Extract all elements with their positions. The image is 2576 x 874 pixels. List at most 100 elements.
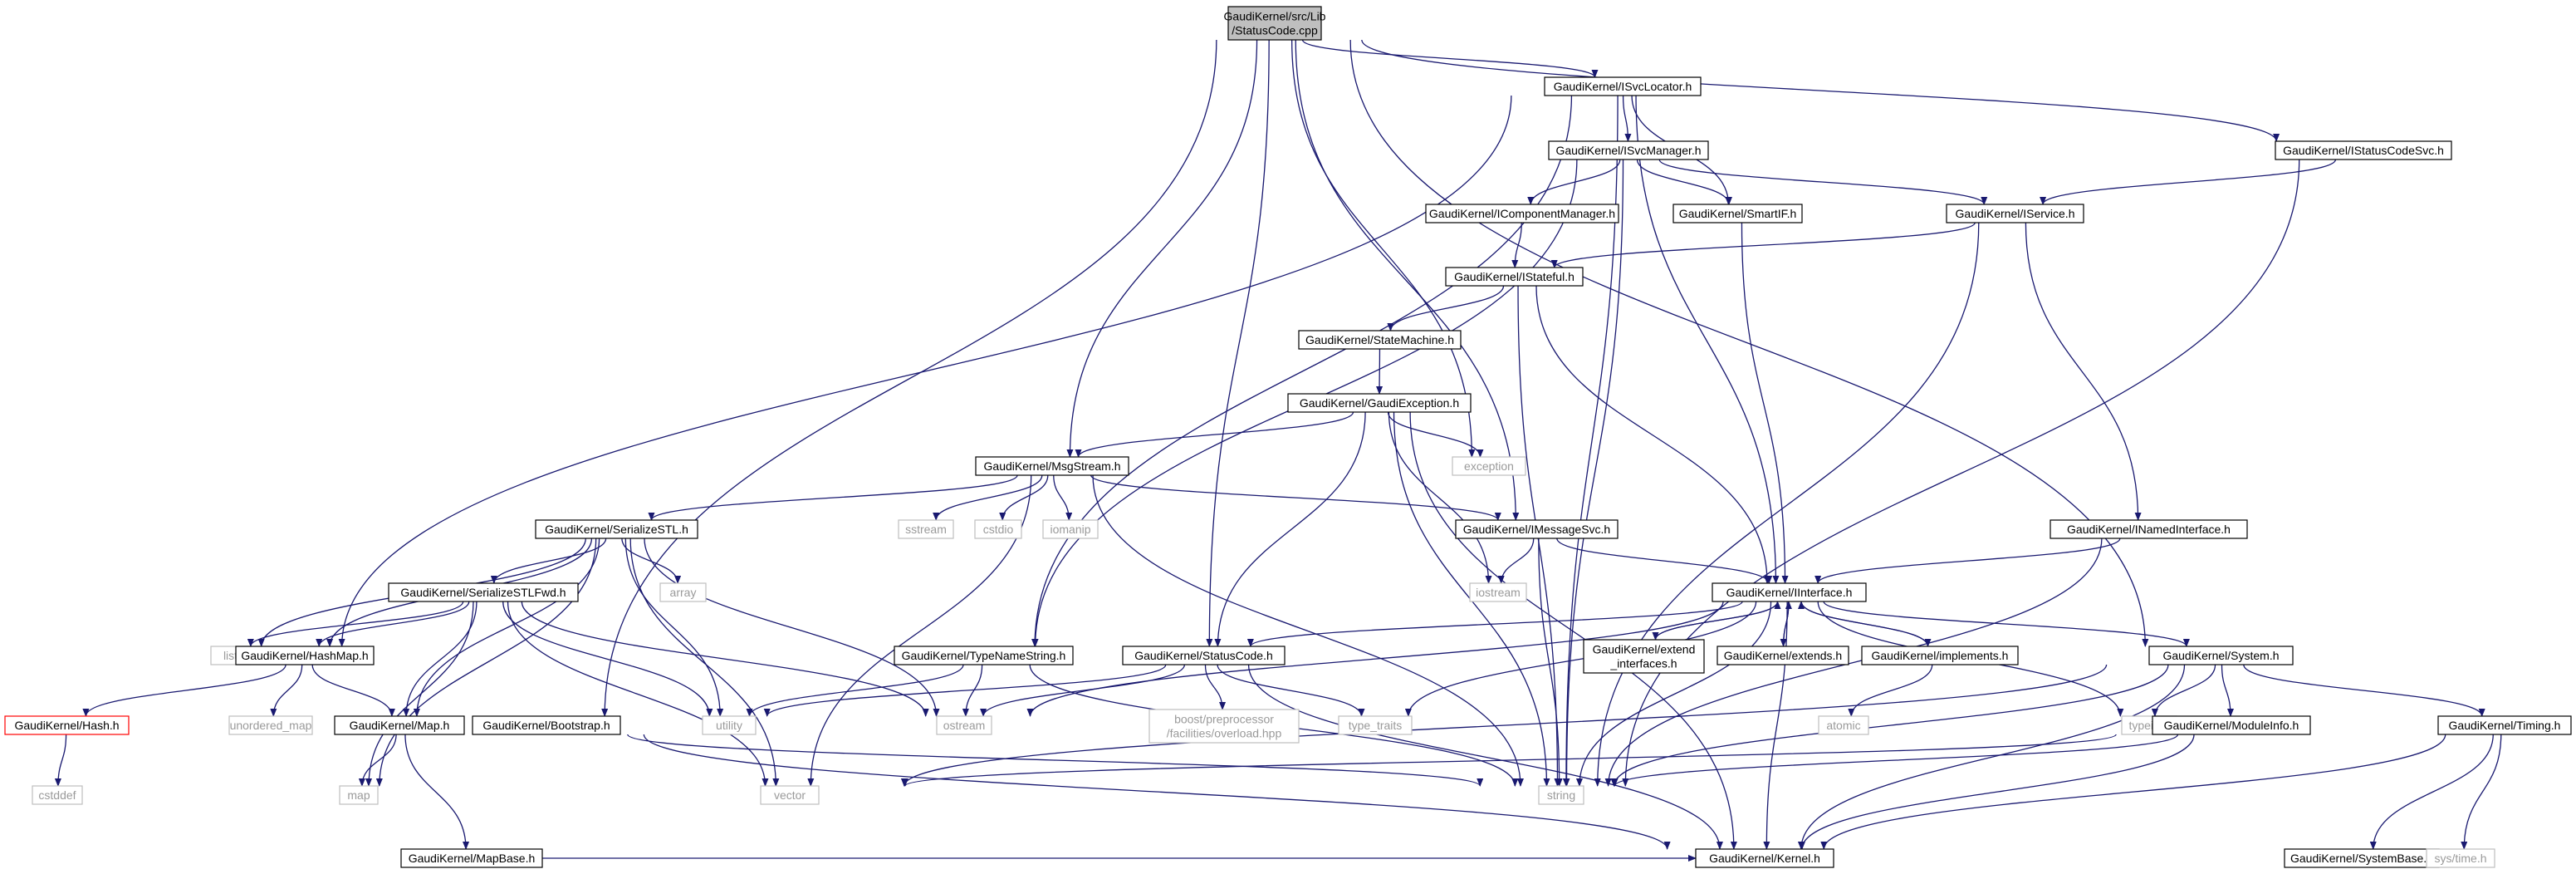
node-serializestlfwd[interactable]: GaudiKernel/SerializeSTLFwd.h bbox=[388, 582, 579, 602]
edge-moduleinfo-to-vector bbox=[902, 734, 2117, 787]
node-box bbox=[1122, 646, 1286, 665]
node-box bbox=[235, 646, 375, 665]
node-timing[interactable]: GaudiKernel/Timing.h bbox=[2437, 715, 2572, 735]
node-implements[interactable]: GaudiKernel/implements.h bbox=[1861, 646, 2019, 665]
node-system[interactable]: GaudiKernel/System.h bbox=[2148, 646, 2294, 665]
node-maph[interactable]: GaudiKernel/Map.h bbox=[334, 715, 465, 735]
node-atomic[interactable]: atomic bbox=[1818, 715, 1869, 735]
node-cstdio[interactable]: cstdio bbox=[974, 519, 1022, 539]
edge-root-to-msgstream bbox=[1066, 39, 1258, 458]
edge-iinterface-to-statuscodeh bbox=[1247, 601, 1743, 647]
node-box bbox=[334, 715, 465, 735]
node-isvclocator[interactable]: GaudiKernel/ISvcLocator.h bbox=[1544, 76, 1702, 96]
node-label: GaudiKernel/Timing.h bbox=[2449, 719, 2561, 732]
node-box bbox=[535, 519, 698, 539]
edge-serializestl-to-serializestlfwd bbox=[490, 538, 607, 584]
node-label: GaudiKernel/SystemBase.h bbox=[2290, 852, 2433, 865]
node-icomponentmanager[interactable]: GaudiKernel/IComponentManager.h bbox=[1425, 204, 1619, 223]
node-hash[interactable]: GaudiKernel/Hash.h bbox=[4, 715, 130, 735]
node-box bbox=[659, 582, 707, 602]
node-label: GaudiKernel/IService.h bbox=[1956, 207, 2075, 220]
node-label: list bbox=[223, 649, 238, 662]
edge-serializestl-to-ostream bbox=[644, 538, 940, 717]
node-iostream[interactable]: iostream bbox=[1469, 582, 1527, 602]
node-label: GaudiKernel/ISvcLocator.h bbox=[1554, 80, 1692, 93]
node-mapbase[interactable]: GaudiKernel/MapBase.h bbox=[400, 848, 543, 868]
node-ostream[interactable]: ostream bbox=[936, 715, 992, 735]
node-box bbox=[228, 715, 313, 735]
node-box bbox=[1695, 848, 1834, 868]
node-box bbox=[1861, 646, 2019, 665]
node-label: cstdio bbox=[983, 523, 1014, 536]
edge-isvclocator-to-string bbox=[1562, 95, 1619, 787]
node-label: vector bbox=[774, 788, 806, 802]
node-label: /StatusCode.cpp bbox=[1232, 24, 1318, 37]
node-imessagesvc[interactable]: GaudiKernel/IMessageSvc.h bbox=[1455, 519, 1619, 539]
node-type-traits[interactable]: type_traits bbox=[1338, 715, 1413, 735]
node-extends[interactable]: GaudiKernel/extends.h bbox=[1717, 646, 1849, 665]
node-cstddef[interactable]: cstddef bbox=[32, 785, 83, 805]
node-root[interactable]: GaudiKernel/src/Lib/StatusCode.cpp bbox=[1224, 6, 1326, 41]
node-inamedinterface[interactable]: GaudiKernel/INamedInterface.h bbox=[2050, 519, 2248, 539]
node-unordered-map[interactable]: unordered_map bbox=[228, 715, 313, 735]
edge-serializestl-to-map bbox=[375, 538, 597, 787]
node-label: GaudiKernel/StatusCode.h bbox=[1134, 649, 1273, 662]
edge-statuscodeh-to-kernel bbox=[1247, 664, 1723, 850]
node-systime[interactable]: sys/time.h bbox=[2426, 848, 2495, 868]
node-extend-interfaces[interactable]: GaudiKernel/extend_interfaces.h bbox=[1583, 639, 1705, 674]
node-typenamestring[interactable]: GaudiKernel/TypeNameString.h bbox=[894, 646, 1074, 665]
node-utility[interactable]: utility bbox=[702, 715, 757, 735]
edge-implements-to-atomic bbox=[1848, 664, 1933, 717]
edge-root-to-exception bbox=[1290, 39, 1476, 458]
edge-imessagesvc-to-string bbox=[1538, 538, 1563, 787]
node-hashmap[interactable]: GaudiKernel/HashMap.h bbox=[235, 646, 375, 665]
node-moduleinfo[interactable]: GaudiKernel/ModuleInfo.h bbox=[2152, 715, 2311, 735]
node-box bbox=[1583, 639, 1705, 674]
edge-timing-to-kernel bbox=[1820, 734, 2446, 850]
edge-isvcmanager-to-iservice bbox=[1658, 159, 1988, 205]
node-statuscodeh[interactable]: GaudiKernel/StatusCode.h bbox=[1122, 646, 1286, 665]
node-label: utility bbox=[716, 719, 742, 732]
node-label: atomic bbox=[1826, 719, 1860, 732]
node-kernel[interactable]: GaudiKernel/Kernel.h bbox=[1695, 848, 1834, 868]
node-box bbox=[2437, 715, 2572, 735]
node-overload[interactable]: boost/preprocessor/facilities/overload.h… bbox=[1148, 709, 1300, 744]
node-istateful[interactable]: GaudiKernel/IStateful.h bbox=[1445, 267, 1584, 287]
edge-istateful-to-statemachine bbox=[1387, 285, 1505, 331]
node-serializestl[interactable]: GaudiKernel/SerializeSTL.h bbox=[535, 519, 698, 539]
node-iinterface[interactable]: GaudiKernel/IInterface.h bbox=[1712, 582, 1867, 602]
edge-extend-interfaces-to-iinterface bbox=[1654, 601, 1781, 641]
edge-hashmap-to-unordered-map bbox=[270, 664, 303, 717]
edge-isvclocator-to-list bbox=[338, 95, 1512, 647]
node-vector[interactable]: vector bbox=[760, 785, 820, 805]
node-bootstrap[interactable]: GaudiKernel/Bootstrap.h bbox=[472, 715, 621, 735]
node-gaudiexception[interactable]: GaudiKernel/GaudiException.h bbox=[1287, 393, 1472, 413]
edge-isvcmanager-to-string bbox=[1563, 159, 1624, 787]
node-string[interactable]: string bbox=[1538, 785, 1584, 805]
node-label: GaudiKernel/SerializeSTLFwd.h bbox=[400, 586, 566, 599]
node-array[interactable]: array bbox=[659, 582, 707, 602]
node-box bbox=[1538, 785, 1584, 805]
edge-msgstream-to-string bbox=[1092, 474, 1524, 787]
node-iomanip[interactable]: iomanip bbox=[1042, 519, 1099, 539]
edge-system-to-timing bbox=[2243, 664, 2485, 717]
node-sstream[interactable]: sstream bbox=[898, 519, 954, 539]
node-iservice[interactable]: GaudiKernel/IService.h bbox=[1946, 204, 2084, 223]
node-msgstream[interactable]: GaudiKernel/MsgStream.h bbox=[975, 456, 1129, 476]
node-statemachine[interactable]: GaudiKernel/StateMachine.h bbox=[1298, 330, 1462, 350]
edge-gaudiexception-to-exception bbox=[1387, 411, 1484, 458]
node-systembase[interactable]: GaudiKernel/SystemBase.h bbox=[2284, 848, 2440, 868]
node-label: GaudiKernel/IComponentManager.h bbox=[1429, 207, 1615, 220]
node-box bbox=[472, 715, 621, 735]
edge-moduleinfo-to-kernel bbox=[1799, 734, 2195, 850]
node-exception[interactable]: exception bbox=[1452, 456, 1526, 476]
node-label: GaudiKernel/extends.h bbox=[1724, 649, 1842, 662]
node-label: type_traits bbox=[1349, 719, 1403, 732]
node-label: cstddef bbox=[38, 788, 76, 802]
node-smartif[interactable]: GaudiKernel/SmartIF.h bbox=[1672, 204, 1803, 223]
node-istatuscodesvc[interactable]: GaudiKernel/IStatusCodeSvc.h bbox=[2275, 140, 2452, 160]
edge-msgstream-to-serializestl bbox=[648, 474, 1018, 521]
node-isvcmanager[interactable]: GaudiKernel/ISvcManager.h bbox=[1548, 140, 1709, 160]
node-map[interactable]: map bbox=[339, 785, 379, 805]
